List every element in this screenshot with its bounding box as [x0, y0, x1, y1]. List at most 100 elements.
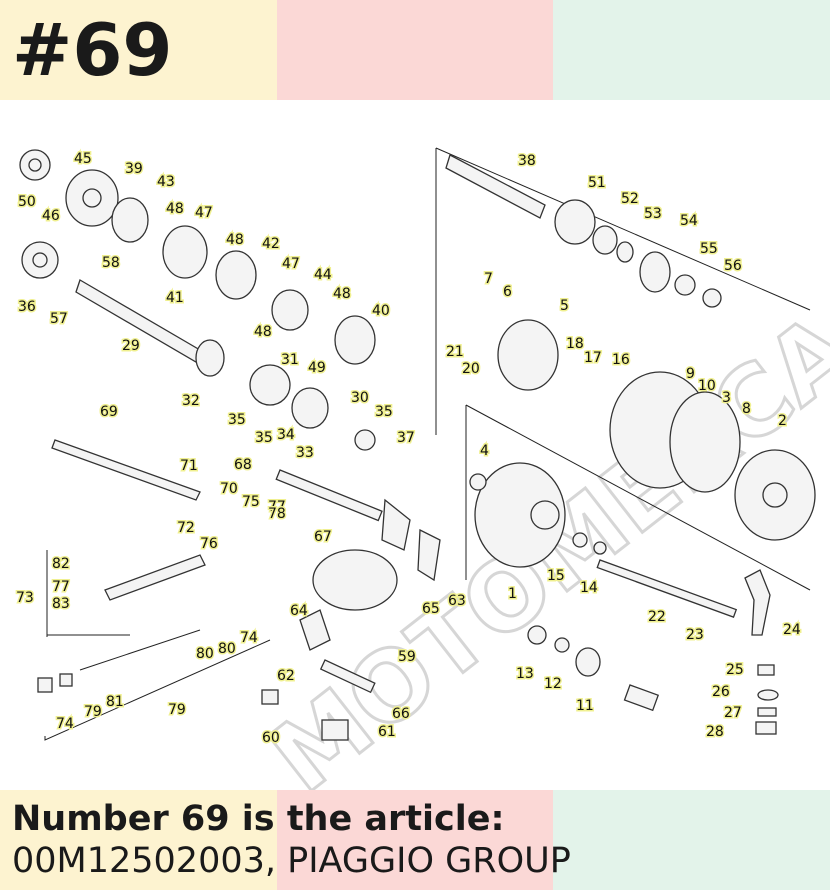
callout-label: 45	[74, 151, 92, 167]
callout-label: 76	[200, 536, 218, 552]
callout-label: 21	[446, 344, 464, 360]
callout-label: 70	[220, 481, 238, 497]
callout-label: 51	[588, 175, 606, 191]
callout-label: 47	[282, 256, 300, 272]
callout-labels: 1 2 3 4 5 6 7 8 9 10 11 12 13 14 15 16 1…	[15, 150, 803, 748]
callout-label: 47	[195, 205, 213, 221]
callout-label: 15	[547, 568, 565, 584]
callout-label: 26	[712, 684, 730, 700]
callout-label: 40	[372, 303, 390, 319]
article-number: 00M12502003, PIAGGIO GROUP	[12, 841, 571, 881]
assembly-frame-lines	[44, 147, 811, 741]
callout-label: 42	[262, 236, 280, 252]
callout-label: 68	[234, 457, 252, 473]
callout-label: 66	[392, 706, 410, 722]
callout-label: 5	[560, 298, 569, 314]
clutch-parts	[445, 154, 816, 735]
callout-label: 56	[724, 258, 742, 274]
callout-label: 25	[726, 662, 744, 678]
callout-label: 20	[462, 361, 480, 377]
callout-label: 60	[262, 730, 280, 746]
callout-label: 80	[196, 646, 214, 662]
callout-label: 43	[157, 174, 175, 190]
callout-label: 8	[742, 401, 751, 417]
part-number-title: #69	[12, 8, 173, 92]
callout-label: 52	[621, 191, 639, 207]
callout-label: 77	[268, 499, 286, 515]
callout-label: 48	[333, 286, 351, 302]
callout-label: 58	[102, 255, 120, 271]
callout-label: 38	[518, 153, 536, 169]
callout-label: 2	[778, 413, 787, 429]
callout-label: 4	[480, 443, 489, 459]
callout-label: 67	[314, 529, 332, 545]
callout-label: 72	[177, 520, 195, 536]
callout-label: 22	[648, 609, 666, 625]
callout-label: 61	[378, 724, 396, 740]
callout-label: 13	[516, 666, 534, 682]
callout-label: 30	[351, 390, 369, 406]
footer-band	[0, 790, 830, 890]
callout-label: 63	[448, 593, 466, 609]
callout-label: 73	[16, 590, 34, 606]
callout-label: 28	[706, 724, 724, 740]
callout-label: 75	[242, 494, 260, 510]
callout-label: 6	[503, 284, 512, 300]
callout-label: 44	[314, 267, 332, 283]
callout-label: 54	[680, 213, 698, 229]
callout-label: 82	[52, 556, 70, 572]
callout-label: 11	[576, 698, 594, 714]
callout-label: 71	[180, 458, 198, 474]
gearbox-parts	[19, 149, 441, 741]
callout-label: 10	[698, 378, 716, 394]
callout-label: 1	[508, 586, 517, 602]
header-band	[0, 0, 830, 100]
callout-label: 18	[566, 336, 584, 352]
callout-label: 49	[308, 360, 326, 376]
callout-label: 50	[18, 194, 36, 210]
callout-label: 79	[168, 702, 186, 718]
callout-label: 14	[580, 580, 598, 596]
exploded-parts-diagram: MOTOMERCA	[15, 147, 830, 790]
callout-label: 12	[544, 676, 562, 692]
callout-label: 17	[584, 350, 602, 366]
callout-label: 78	[268, 506, 286, 522]
callout-label: 81	[106, 694, 124, 710]
callout-label: 46	[42, 208, 60, 224]
callout-label: 41	[166, 290, 184, 306]
callout-label: 35	[375, 404, 393, 420]
callout-label: 69	[100, 404, 118, 420]
callout-label: 32	[182, 393, 200, 409]
callout-label: 53	[644, 206, 662, 222]
callout-label: 64	[290, 603, 308, 619]
callout-label: 62	[277, 668, 295, 684]
callout-label: 24	[783, 622, 801, 638]
callout-label: 9	[686, 366, 695, 382]
callout-label: 23	[686, 627, 704, 643]
callout-label: 57	[50, 311, 68, 327]
callout-label: 7	[484, 271, 493, 287]
callout-label: 31	[281, 352, 299, 368]
callout-label: 29	[122, 338, 140, 354]
callout-label: 35	[228, 412, 246, 428]
callout-label: 65	[422, 601, 440, 617]
callout-label: 74	[240, 630, 258, 646]
callout-label: 48	[166, 201, 184, 217]
callout-label: 83	[52, 596, 70, 612]
callout-label: 33	[296, 445, 314, 461]
callout-label: 77	[52, 579, 70, 595]
callout-label: 36	[18, 299, 36, 315]
callout-label: 80	[218, 641, 236, 657]
callout-label: 3	[722, 390, 731, 406]
callout-label: 48	[254, 324, 272, 340]
callout-label: 74	[56, 716, 74, 732]
callout-label: 48	[226, 232, 244, 248]
callout-label: 16	[612, 352, 630, 368]
callout-label: 55	[700, 241, 718, 257]
article-caption: Number 69 is the article:	[12, 799, 505, 839]
callout-label: 39	[125, 161, 143, 177]
callout-label: 27	[724, 705, 742, 721]
callout-label: 34	[277, 427, 295, 443]
callout-label: 79	[84, 704, 102, 720]
callout-label: 37	[397, 430, 415, 446]
